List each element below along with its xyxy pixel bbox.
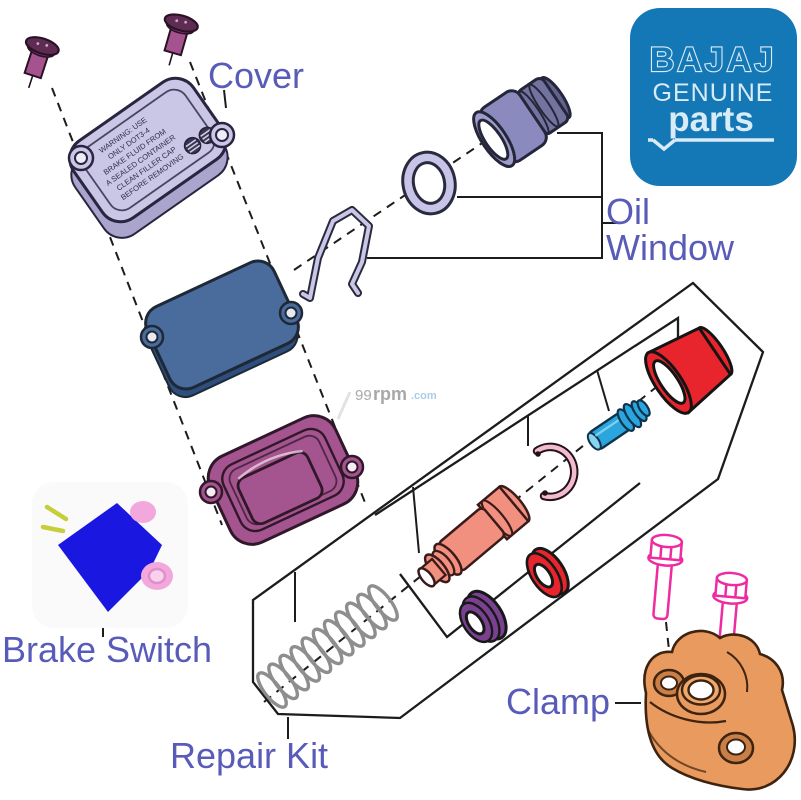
pin-highlight: [594, 418, 621, 437]
diaphragm-highlight: [237, 449, 303, 480]
bolt-head-top: [715, 571, 749, 587]
pin-tip: [586, 432, 602, 451]
washer-hole: [411, 161, 447, 205]
bolt-head-facets: [724, 583, 738, 598]
cover-label: Cover: [208, 55, 304, 96]
rubber-diaphragm: [198, 414, 365, 546]
push-rod-pin: [586, 399, 651, 451]
plate-hole-left: [145, 330, 159, 344]
primary-seal: [525, 546, 570, 599]
screw-head: [24, 36, 60, 57]
watermark-artifact: [336, 391, 352, 420]
piston-tip-face: [417, 567, 436, 588]
diaphragm-hole-right: [345, 460, 359, 474]
mounting-screw-right: [163, 13, 199, 66]
diaphragm-hole-left: [204, 485, 218, 499]
repair-kit-label: Repair Kit: [170, 735, 328, 776]
logo-genuine-text: GENUINE: [653, 79, 774, 107]
watermark: 99 rpm .com: [336, 384, 437, 420]
screw-head-glint: [36, 42, 40, 45]
clamp-hole-right: [726, 738, 746, 756]
kit-bracket-lower: [399, 482, 641, 639]
repair-kit-boundary: [251, 281, 765, 720]
boot-opening: [652, 359, 687, 405]
clamp-bolt-left: [647, 533, 684, 621]
brake-switch: [32, 482, 188, 628]
piston-body: [438, 507, 506, 572]
clamp-detail-curve-3: [647, 729, 707, 773]
oil-window-label-line1: Oil: [606, 191, 650, 232]
clamp-label: Clamp: [506, 681, 610, 722]
circlip-ring: [534, 444, 577, 500]
lens-rib-2: [528, 83, 560, 128]
oil-window-bracket: [367, 132, 618, 259]
secondary-seal: [458, 589, 508, 644]
diaphragm-ring-1: [221, 427, 345, 533]
clamp-detail-curve-2: [726, 651, 749, 693]
switch-body: [58, 503, 162, 612]
clip-wire: [301, 208, 371, 300]
switch-wire-1: [44, 504, 69, 522]
screw-head: [163, 13, 199, 33]
seal-red-hole: [532, 562, 555, 589]
reservoir-cover: WARNING: USE ONLY DOT3-4 BRAKE FLUID FRO…: [67, 76, 236, 239]
logo-chevron-icon: [651, 138, 677, 152]
emblem-stripes: [185, 128, 215, 154]
bolt-head-top: [650, 533, 684, 549]
bajaj-logo: BAJAJ GENUINE parts: [630, 8, 797, 186]
circlip: [532, 442, 579, 502]
mounting-screw-left: [23, 36, 60, 89]
screw-head-glint: [184, 20, 188, 24]
clamp-body: [643, 629, 796, 791]
logo-parts-text: parts: [668, 100, 754, 139]
cover-screw-hole-right: [215, 128, 229, 142]
cover-inner-line: [80, 88, 216, 212]
part-labels: Cover Oil Window Brake Switch Repair Kit…: [2, 55, 735, 776]
switch-connector-top: [130, 501, 156, 523]
master-cylinder-piston: [417, 484, 531, 588]
oil-window-spring-clip: [299, 206, 373, 302]
bolt-shaft: [652, 557, 674, 621]
seal-purple-hole: [464, 610, 486, 636]
plate-hole-right: [284, 306, 298, 320]
watermark-99: 99: [355, 387, 372, 404]
oil-bracket-line: [367, 132, 603, 259]
oil-window-label-line2: Window: [606, 227, 735, 268]
clamp-center-hole: [687, 679, 715, 701]
pin-end: [636, 399, 651, 417]
diaphragm-center-block: [236, 450, 324, 526]
oil-window-lens: [472, 75, 572, 168]
cover-label-tick: [223, 89, 227, 109]
screw-head-glint: [45, 43, 49, 47]
diaphragm-plate: [139, 259, 304, 399]
screw-head-glint: [175, 19, 179, 23]
circlip-hook-bottom: [542, 490, 548, 496]
rubber-boot: [644, 326, 734, 415]
screw-tip: [27, 75, 34, 89]
clamp-hole-left: [660, 675, 678, 691]
spring-coil: [367, 584, 399, 622]
logo-brand-text: BAJAJ: [650, 41, 776, 79]
cover-top: [68, 76, 228, 224]
switch-connector-ring: [147, 567, 167, 585]
brake-switch-label: Brake Switch: [2, 629, 212, 670]
return-spring: [256, 584, 399, 709]
lens-window: [477, 118, 510, 161]
tick-piston: [412, 486, 420, 554]
oil-window-washer: [401, 150, 457, 216]
screw-tip: [168, 52, 174, 66]
plate-top: [144, 259, 300, 391]
handlebar-clamp: [643, 629, 796, 791]
clamp-detail-curve-1: [649, 701, 727, 724]
screw-axis-line-left: [51, 87, 223, 526]
tick-pin: [596, 369, 610, 412]
bolt-head-facets: [659, 545, 673, 560]
circlip-hook-top: [535, 451, 541, 457]
watermark-com: .com: [411, 390, 437, 402]
watermark-rpm: rpm: [373, 384, 407, 404]
switch-wire-2: [40, 524, 66, 534]
cover-screw-hole-left: [74, 151, 88, 165]
